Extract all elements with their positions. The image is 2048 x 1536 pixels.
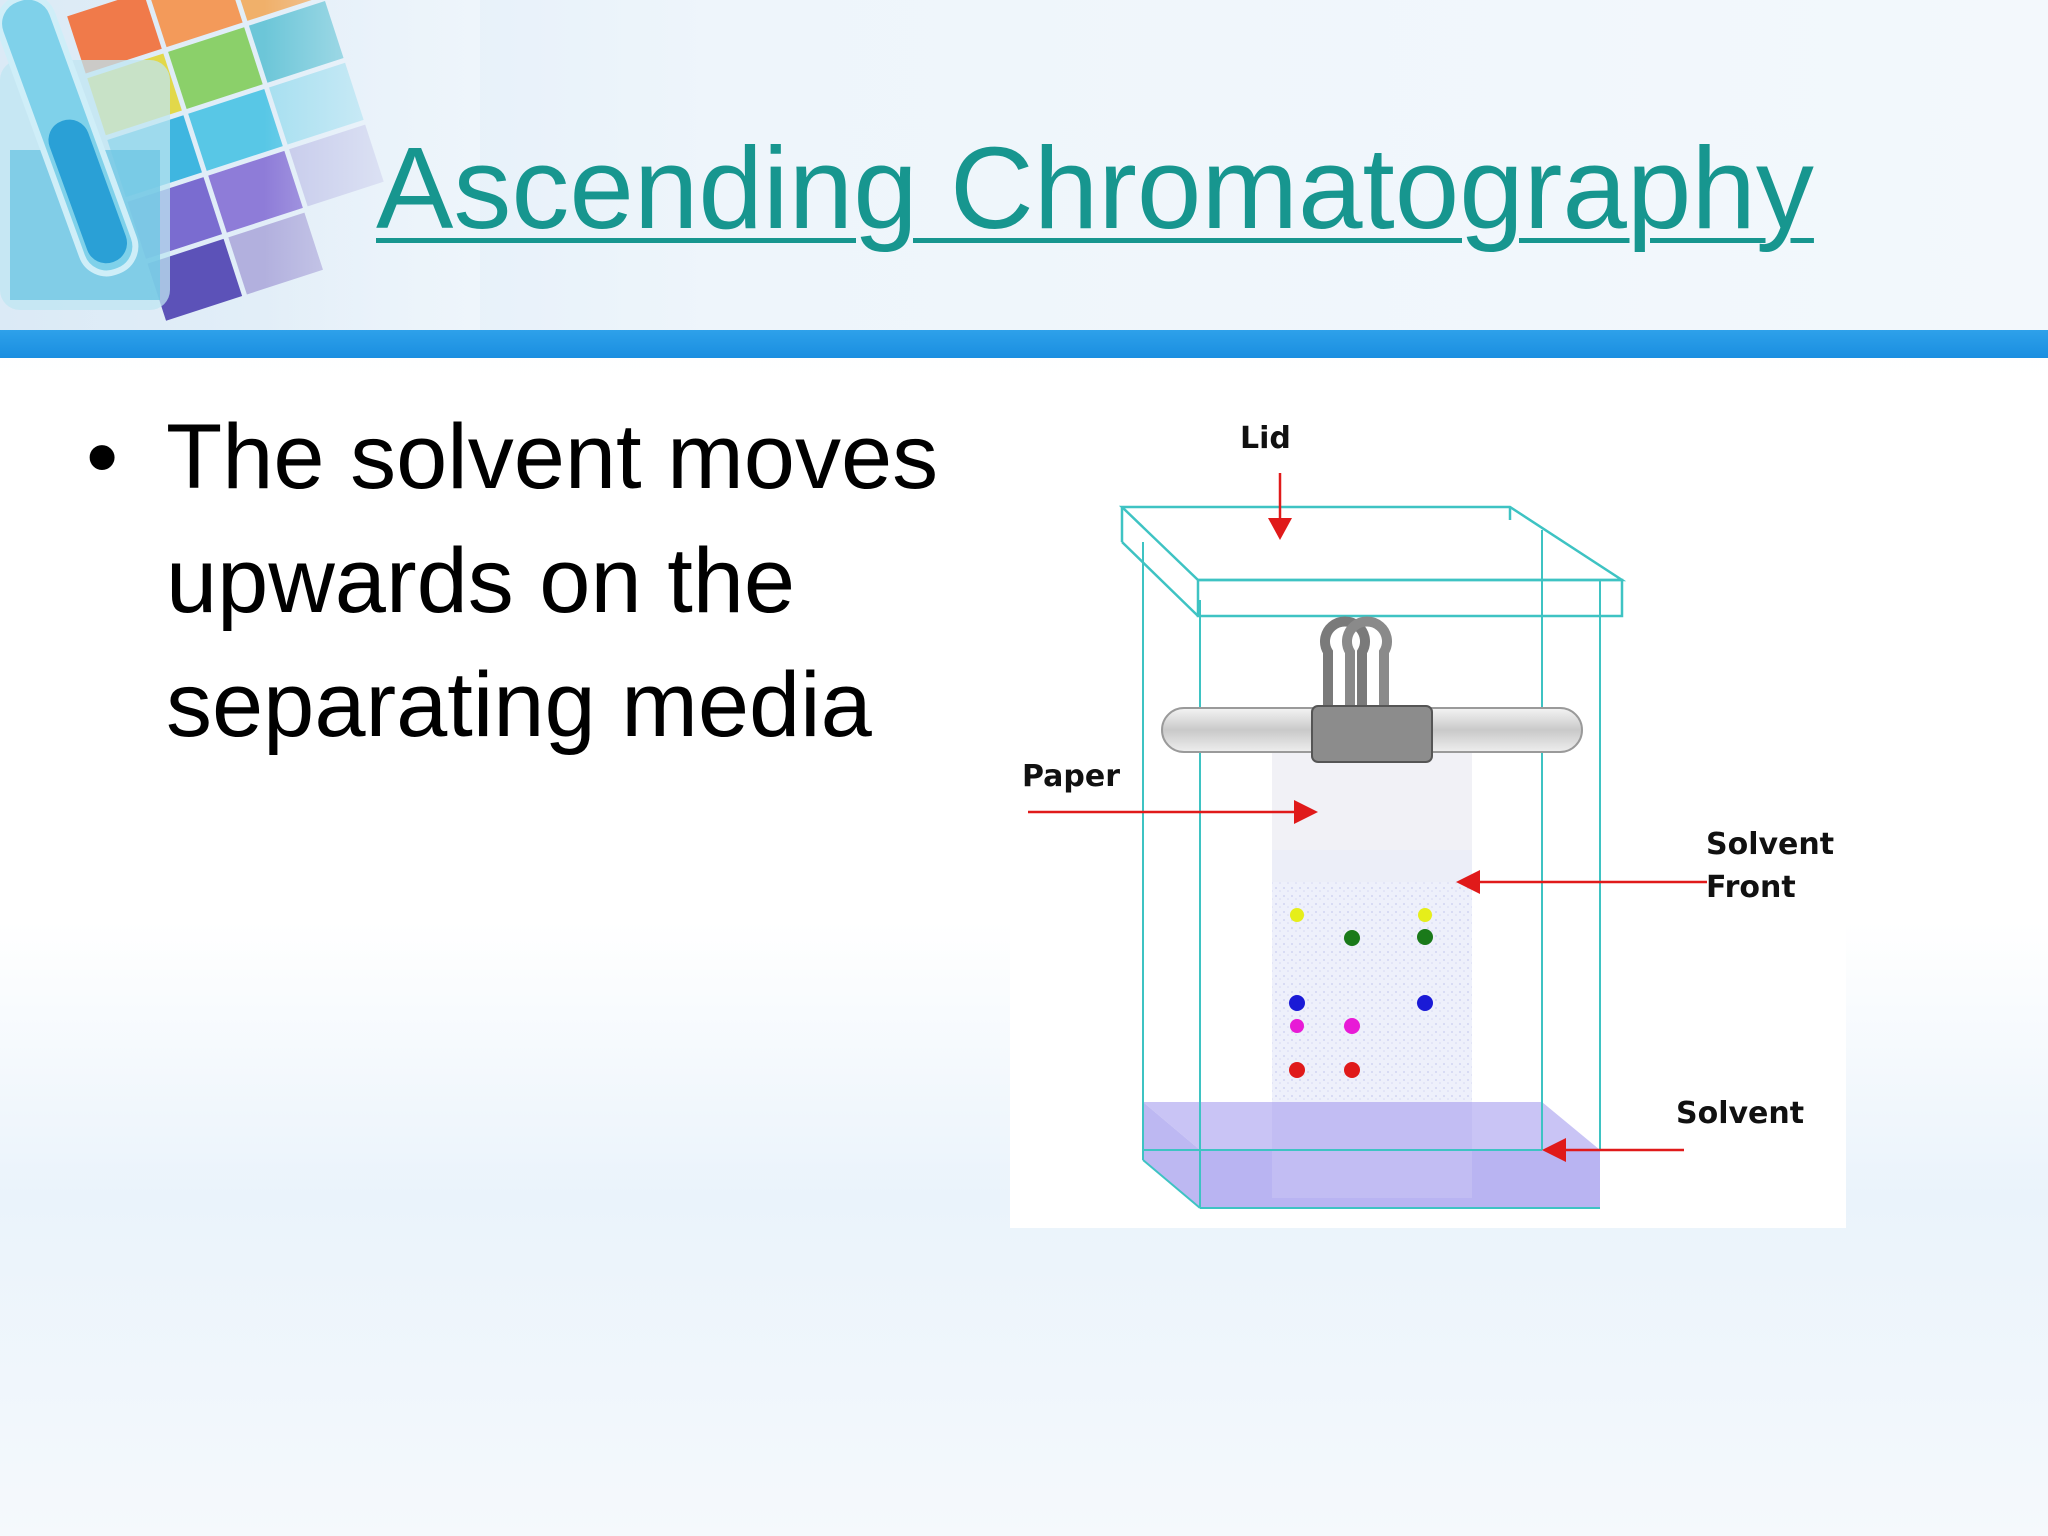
bullet-text: The solvent moves upwards on the separat… bbox=[166, 406, 939, 756]
label-arrows bbox=[1028, 473, 1707, 1162]
chromatography-diagram: Lid Paper Solvent Front Solvent bbox=[1010, 390, 1846, 1228]
spot-blue bbox=[1417, 995, 1433, 1011]
chromatogram-spots bbox=[1289, 908, 1433, 1078]
solvent-label: Solvent bbox=[1676, 1096, 1804, 1131]
solvent-arrow-icon bbox=[1542, 1138, 1684, 1162]
slide-title: Ascending Chromatography bbox=[376, 123, 1814, 253]
spot-magenta bbox=[1344, 1018, 1360, 1034]
spot-red bbox=[1344, 1062, 1360, 1078]
solvent-front-label: Solvent bbox=[1706, 827, 1834, 862]
tank-outline bbox=[1142, 530, 1601, 1209]
title-accent-bar bbox=[0, 330, 2048, 358]
solvent-pool bbox=[1143, 1102, 1600, 1208]
chromatography-diagram-svg: Lid Paper Solvent Front Solvent bbox=[1022, 421, 1834, 1209]
paper-arrow-icon bbox=[1028, 800, 1318, 824]
spot-green bbox=[1344, 930, 1360, 946]
spot-magenta bbox=[1290, 1019, 1304, 1033]
spot-red bbox=[1289, 1062, 1305, 1078]
solvent-front-arrow-icon bbox=[1456, 870, 1707, 894]
solvent-front-label: Front bbox=[1706, 870, 1796, 905]
bullet-item: • The solvent moves upwards on the separ… bbox=[86, 395, 946, 767]
spot-blue bbox=[1289, 995, 1305, 1011]
spot-yellow bbox=[1290, 908, 1304, 922]
spot-green bbox=[1417, 929, 1433, 945]
chemistry-header-image bbox=[0, 0, 480, 335]
bullet-marker: • bbox=[86, 406, 119, 508]
lid-arrow-icon bbox=[1268, 473, 1292, 540]
paper-label: Paper bbox=[1022, 759, 1120, 794]
binder-clip-icon bbox=[1311, 616, 1433, 763]
tank-lid bbox=[1118, 505, 1627, 618]
lid-label: Lid bbox=[1240, 421, 1291, 456]
spot-yellow bbox=[1418, 908, 1432, 922]
